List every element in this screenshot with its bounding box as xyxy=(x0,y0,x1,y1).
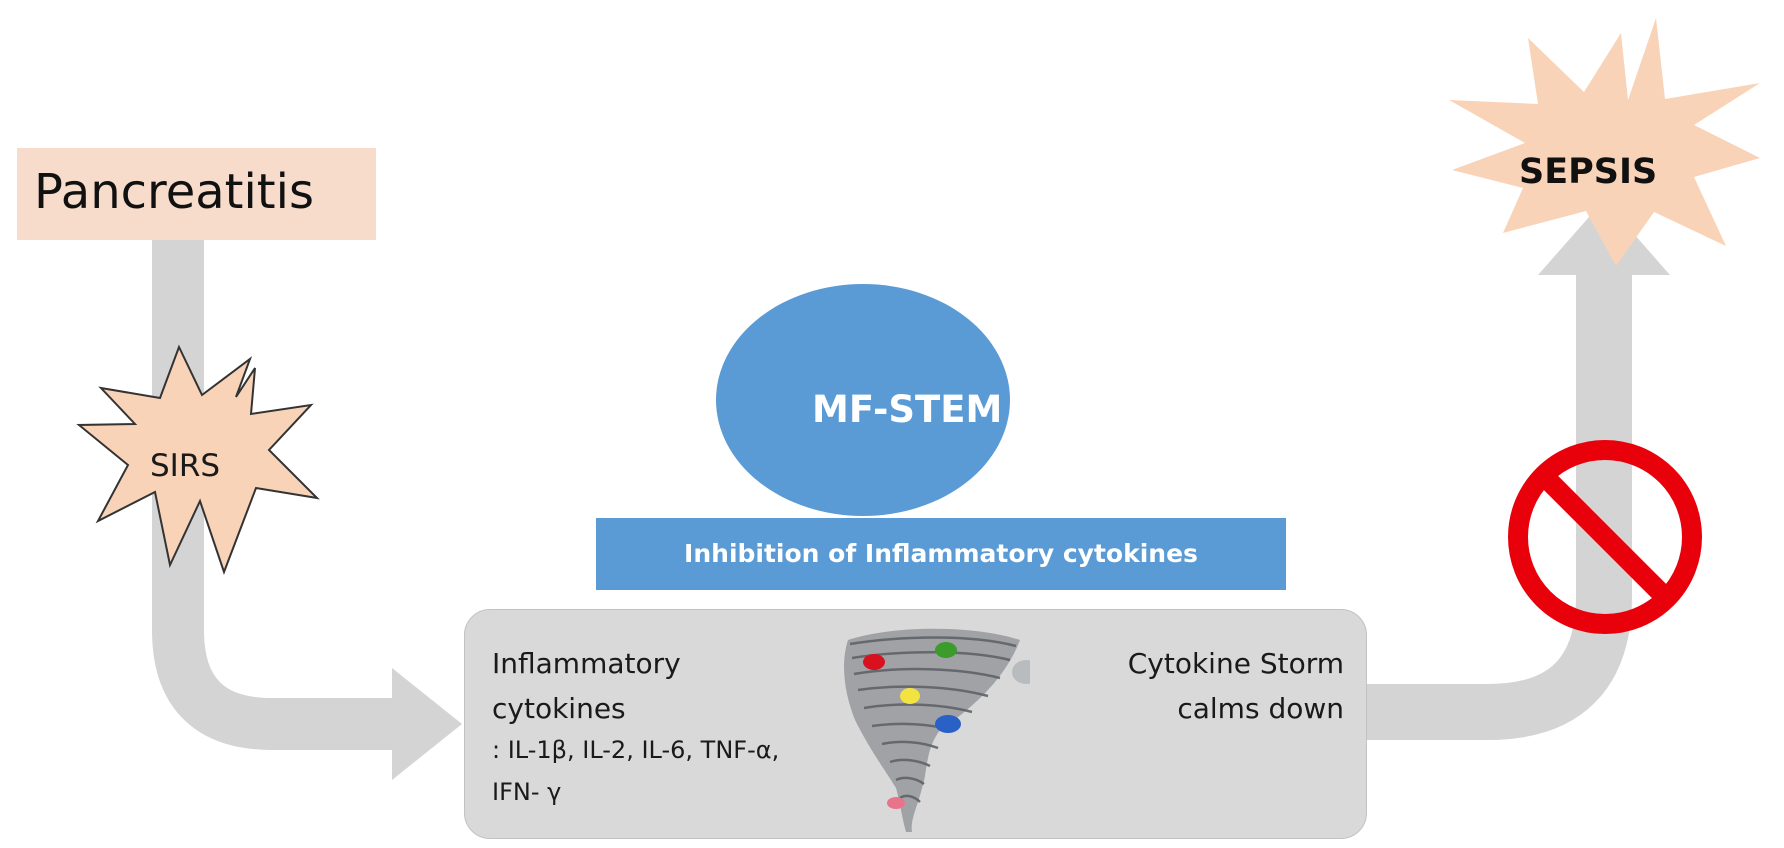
pancreatitis-box xyxy=(17,148,376,240)
sirs-burst-shape xyxy=(76,344,320,575)
cytokines-list-line-1: : IL-1β, IL-2, IL-6, TNF-α, xyxy=(492,736,780,764)
cytokines-list-line-2: IFN- γ xyxy=(492,778,562,806)
pancreatitis-label: Pancreatitis xyxy=(34,164,314,220)
inhibition-label: Inhibition of Inflammatory cytokines xyxy=(684,539,1198,568)
no-entry-icon xyxy=(1508,440,1702,634)
sirs-label: SIRS xyxy=(150,448,221,484)
mf-stem-ellipse xyxy=(716,284,1010,516)
sepsis-label: SEPSIS xyxy=(1519,152,1658,192)
flow-arrow-right xyxy=(1366,270,1632,740)
sepsis-burst-shape xyxy=(1449,18,1760,266)
flow-arrow-left xyxy=(152,240,398,750)
inflammatory-cytokines-title: Inflammatory cytokines xyxy=(492,647,681,725)
mf-stem-label: MF-STEM xyxy=(812,388,1003,431)
flow-arrow-left-head xyxy=(392,668,462,780)
inhibition-bar xyxy=(596,518,1286,590)
storm-calms-label: Cytokine Storm calms down xyxy=(1127,647,1344,725)
tornado-icon xyxy=(844,628,1030,832)
